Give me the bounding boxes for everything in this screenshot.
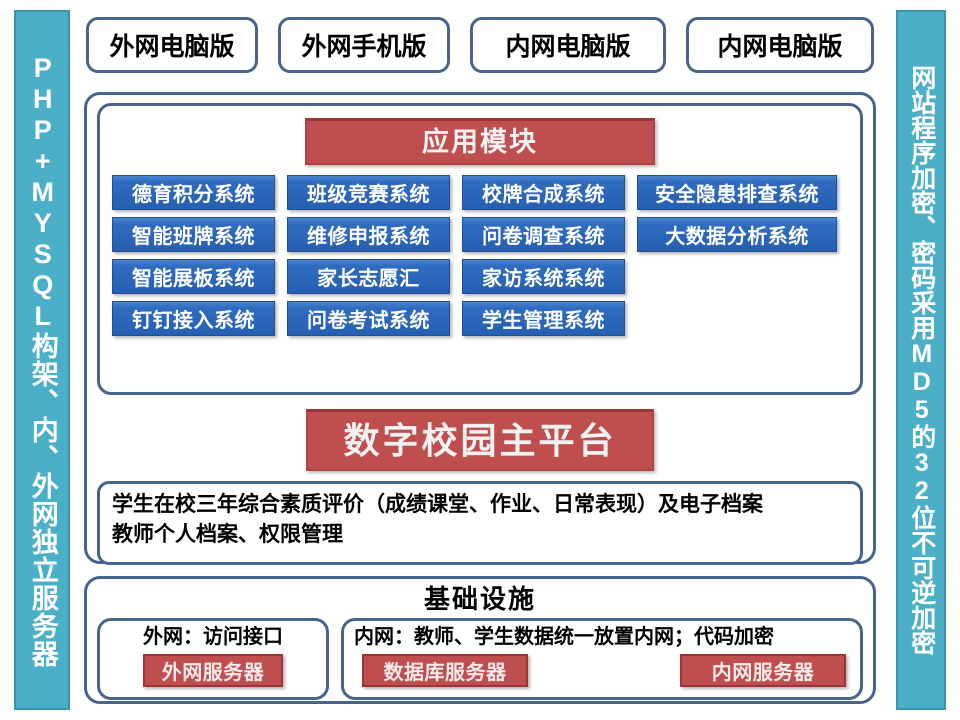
module-moral-education-points[interactable]: 德育积分系统	[112, 175, 275, 210]
tab-external-desktop[interactable]: 外网电脑版	[86, 17, 258, 73]
module-row: 智能展板系统 家长志愿汇 家访系统系统	[112, 259, 848, 294]
internal-server-row: 数据库服务器 内网服务器	[352, 653, 852, 687]
module-school-badge-composition[interactable]: 校牌合成系统	[462, 175, 625, 210]
tab-internal-desktop-2[interactable]: 内网电脑版	[686, 17, 874, 73]
platform-description-line-1: 学生在校三年综合素质评价（成绩课堂、作业、日常表现）及电子档案	[112, 493, 763, 516]
digital-campus-platform-banner: 数字校园主平台	[306, 409, 654, 471]
module-dingtalk-integration[interactable]: 钉钉接入系统	[112, 301, 275, 336]
module-parent-volunteer-hub[interactable]: 家长志愿汇	[287, 259, 450, 294]
application-modules-banner: 应用模块	[305, 118, 655, 165]
server-external[interactable]: 外网服务器	[143, 653, 283, 687]
module-home-visit-system[interactable]: 家访系统系统	[462, 259, 625, 294]
infrastructure-title: 基础设施	[423, 584, 536, 614]
module-class-competition[interactable]: 班级竞赛系统	[287, 175, 450, 210]
internal-network-card: 内网：教师、学生数据统一放置内网；代码加密 数据库服务器 内网服务器	[341, 617, 863, 700]
client-access-tabs: 外网电脑版 外网手机版 内网电脑版 内网电脑版	[84, 14, 876, 76]
infrastructure-columns: 外网：访问接口 外网服务器 内网：教师、学生数据统一放置内网；代码加密 数据库服…	[97, 617, 863, 700]
module-row: 钉钉接入系统 问卷考试系统 学生管理系统	[112, 301, 848, 336]
left-side-rail: PHP+MYSQL构架、内、外网独立服务器	[14, 10, 70, 710]
module-row: 德育积分系统 班级竞赛系统 校牌合成系统 安全隐患排查系统	[112, 175, 848, 210]
module-big-data-analysis[interactable]: 大数据分析系统	[637, 217, 837, 252]
platform-description-line-2: 教师个人档案、权限管理	[112, 522, 343, 546]
infrastructure-container: 基础设施 外网：访问接口 外网服务器 内网：教师、学生数据统一放置内网；代码加密…	[84, 576, 876, 704]
left-rail-label: PHP+MYSQL构架、内、外网独立服务器	[27, 52, 58, 668]
right-rail-label: 网站程序加密、密码采用MD5的32位不可逆加密	[907, 65, 936, 655]
module-safety-hazard-inspection[interactable]: 安全隐患排查系统	[637, 175, 837, 210]
tab-external-mobile[interactable]: 外网手机版	[278, 17, 450, 73]
right-side-rail: 网站程序加密、密码采用MD5的32位不可逆加密	[896, 10, 946, 710]
external-network-label: 外网：访问接口	[143, 625, 283, 648]
module-questionnaire-survey[interactable]: 问卷调查系统	[462, 217, 625, 252]
module-repair-request[interactable]: 维修申报系统	[287, 217, 450, 252]
main-platform-frame: 应用模块 德育积分系统 班级竞赛系统 校牌合成系统 安全隐患排查系统 智能班牌系…	[84, 92, 876, 565]
internal-network-label: 内网：教师、学生数据统一放置内网；代码加密	[354, 625, 774, 648]
platform-description-box: 学生在校三年综合素质评价（成绩课堂、作业、日常表现）及电子档案 教师个人档案、权…	[97, 481, 863, 565]
server-database[interactable]: 数据库服务器	[362, 653, 528, 687]
external-network-card: 外网：访问接口 外网服务器	[97, 617, 329, 700]
module-student-management[interactable]: 学生管理系统	[462, 301, 625, 336]
external-server-row: 外网服务器	[108, 653, 318, 687]
module-grid: 德育积分系统 班级竞赛系统 校牌合成系统 安全隐患排查系统 智能班牌系统 维修申…	[112, 175, 848, 336]
module-smart-display-board[interactable]: 智能展板系统	[112, 259, 275, 294]
application-modules-container: 应用模块 德育积分系统 班级竞赛系统 校牌合成系统 安全隐患排查系统 智能班牌系…	[97, 103, 863, 395]
module-row: 智能班牌系统 维修申报系统 问卷调查系统 大数据分析系统	[112, 217, 848, 252]
module-questionnaire-exam[interactable]: 问卷考试系统	[287, 301, 450, 336]
tab-internal-desktop-1[interactable]: 内网电脑版	[470, 17, 666, 73]
server-internal[interactable]: 内网服务器	[680, 653, 846, 687]
module-smart-class-board[interactable]: 智能班牌系统	[112, 217, 275, 252]
